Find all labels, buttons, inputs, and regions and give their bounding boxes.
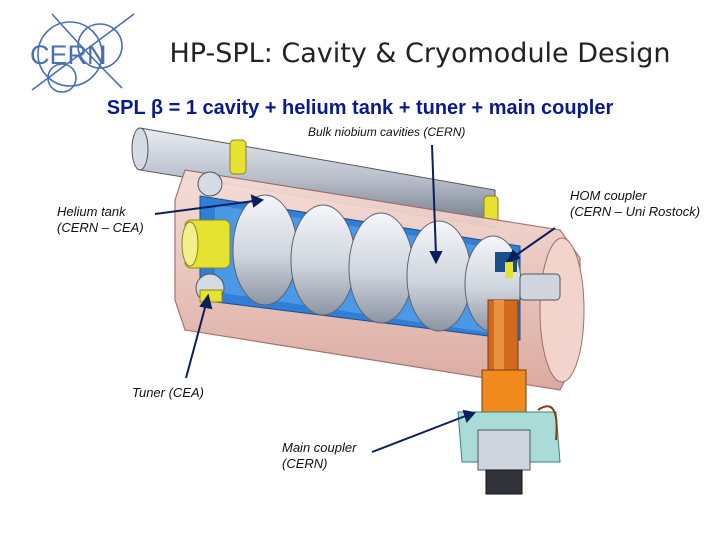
label-bulk-niobium: Bulk niobium cavities (CERN) [308,125,466,139]
label-coupler-line1: Main coupler [282,440,357,455]
label-coupler-line2: (CERN) [282,456,328,471]
label-main-coupler: Main coupler (CERN) [282,440,356,472]
slide-subtitle: SPL β = 1 cavity + helium tank + tuner +… [106,97,614,119]
label-helium-line2: (CERN – CEA) [57,220,144,235]
label-hom-line1: HOM coupler [570,188,647,203]
slide-title: HP-SPL: Cavity & Cryomodule Design [169,38,671,69]
label-tuner: Tuner (CEA) [132,385,204,400]
main-coupler [457,299,561,495]
label-helium-tank: Helium tank (CERN – CEA) [57,204,144,236]
label-helium-line1: Helium tank [57,204,126,219]
beam-pipe [181,219,561,301]
cern-logo: CERN [30,13,135,93]
label-hom-coupler: HOM coupler (CERN – Uni Rostock) [570,188,700,220]
label-hom-line2: (CERN – Uni Rostock) [570,204,701,219]
cern-logo-text: CERN [30,40,107,70]
pointer-arrows [154,144,556,453]
